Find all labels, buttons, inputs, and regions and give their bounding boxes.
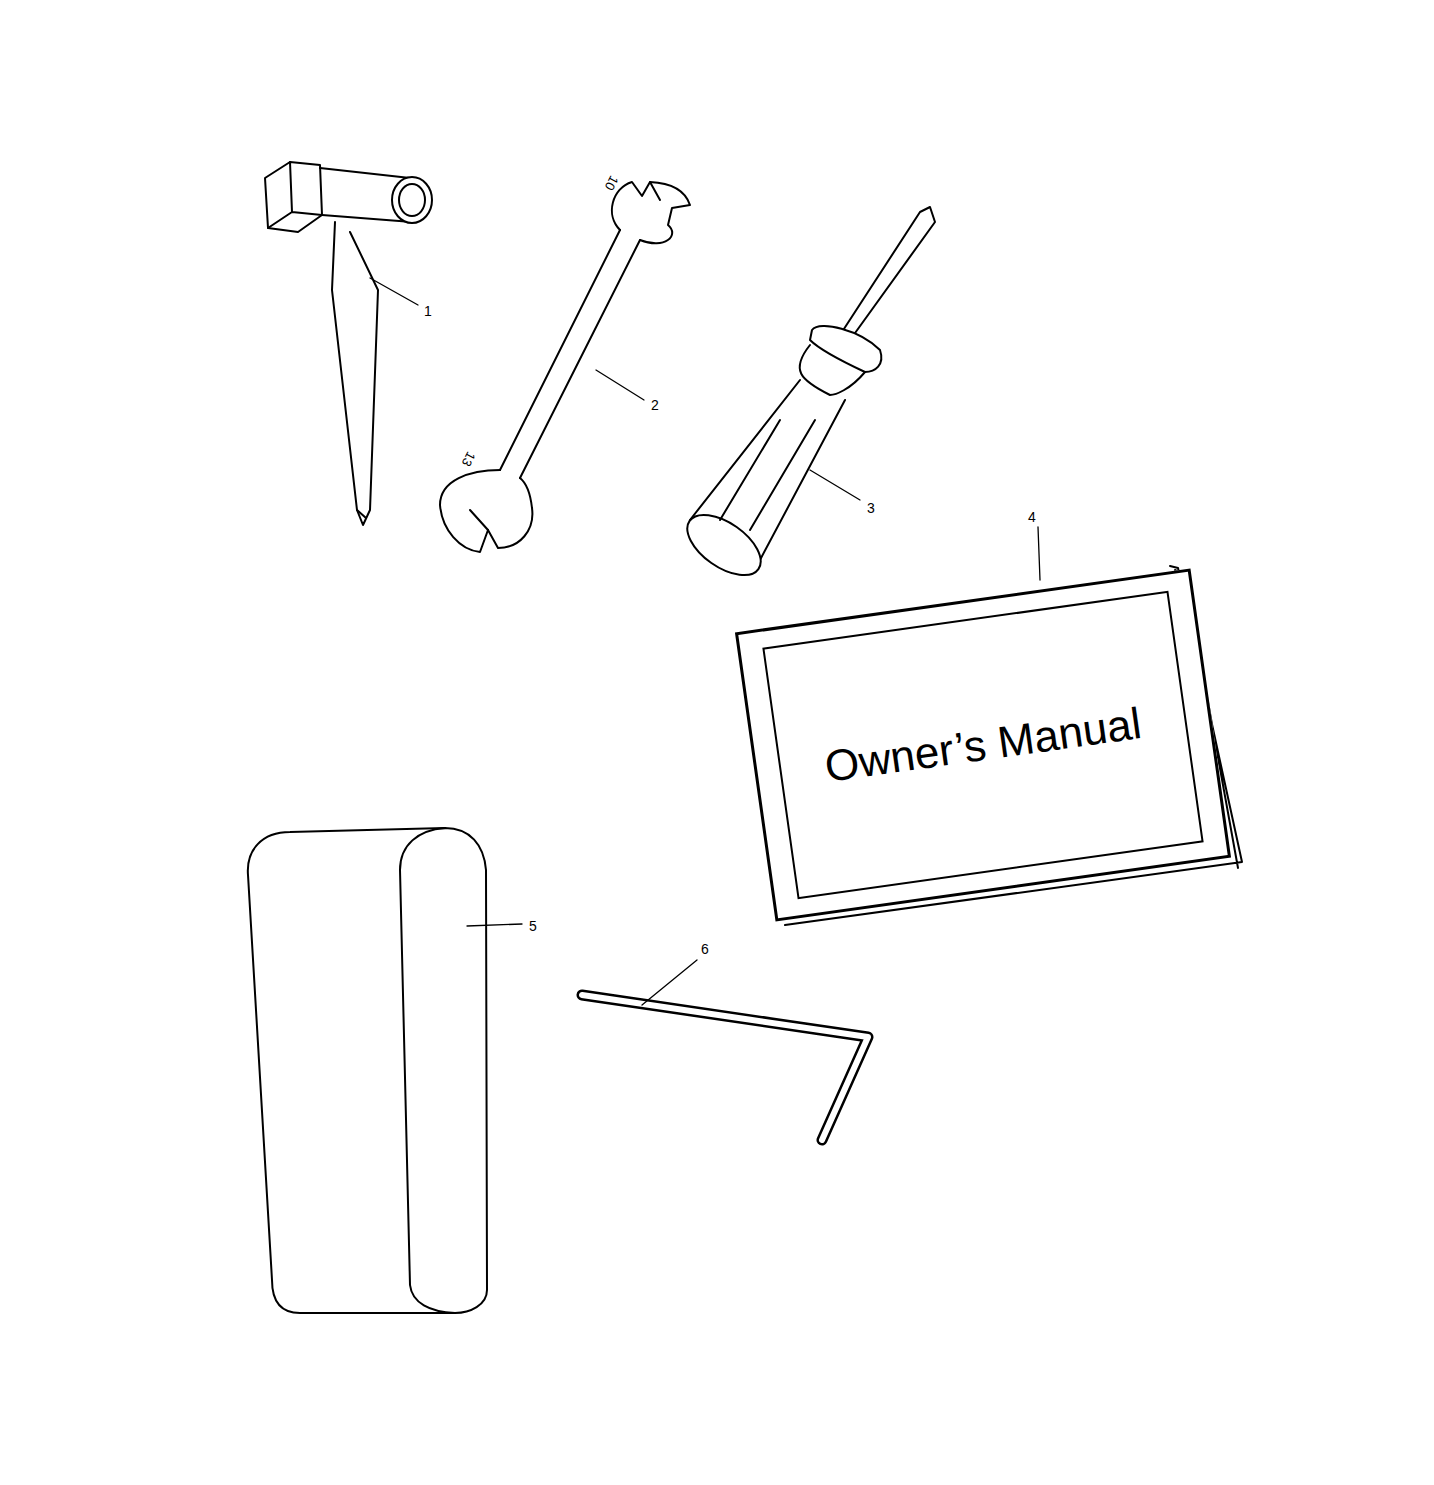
callout-number: 5 (528, 918, 538, 934)
callout-number: 4 (1027, 509, 1037, 525)
wrench-size-marking: 13 (459, 449, 478, 468)
wrench-size-marking: 10 (602, 173, 621, 192)
open-end-wrench (440, 182, 690, 552)
manual-cover-frame: Owner’s Manual (762, 591, 1203, 900)
owners-manual-book: Owner’s Manual (735, 568, 1231, 921)
spark-plug-wrench (265, 162, 432, 525)
hex-key (582, 995, 868, 1140)
screwdriver (677, 207, 935, 587)
callout-number: 6 (700, 941, 710, 957)
callout-number: 2 (650, 397, 660, 413)
tool-pouch (248, 828, 487, 1313)
callout-number: 3 (866, 500, 876, 516)
callout-number: 1 (423, 303, 433, 319)
manual-title: Owner’s Manual (822, 698, 1145, 792)
